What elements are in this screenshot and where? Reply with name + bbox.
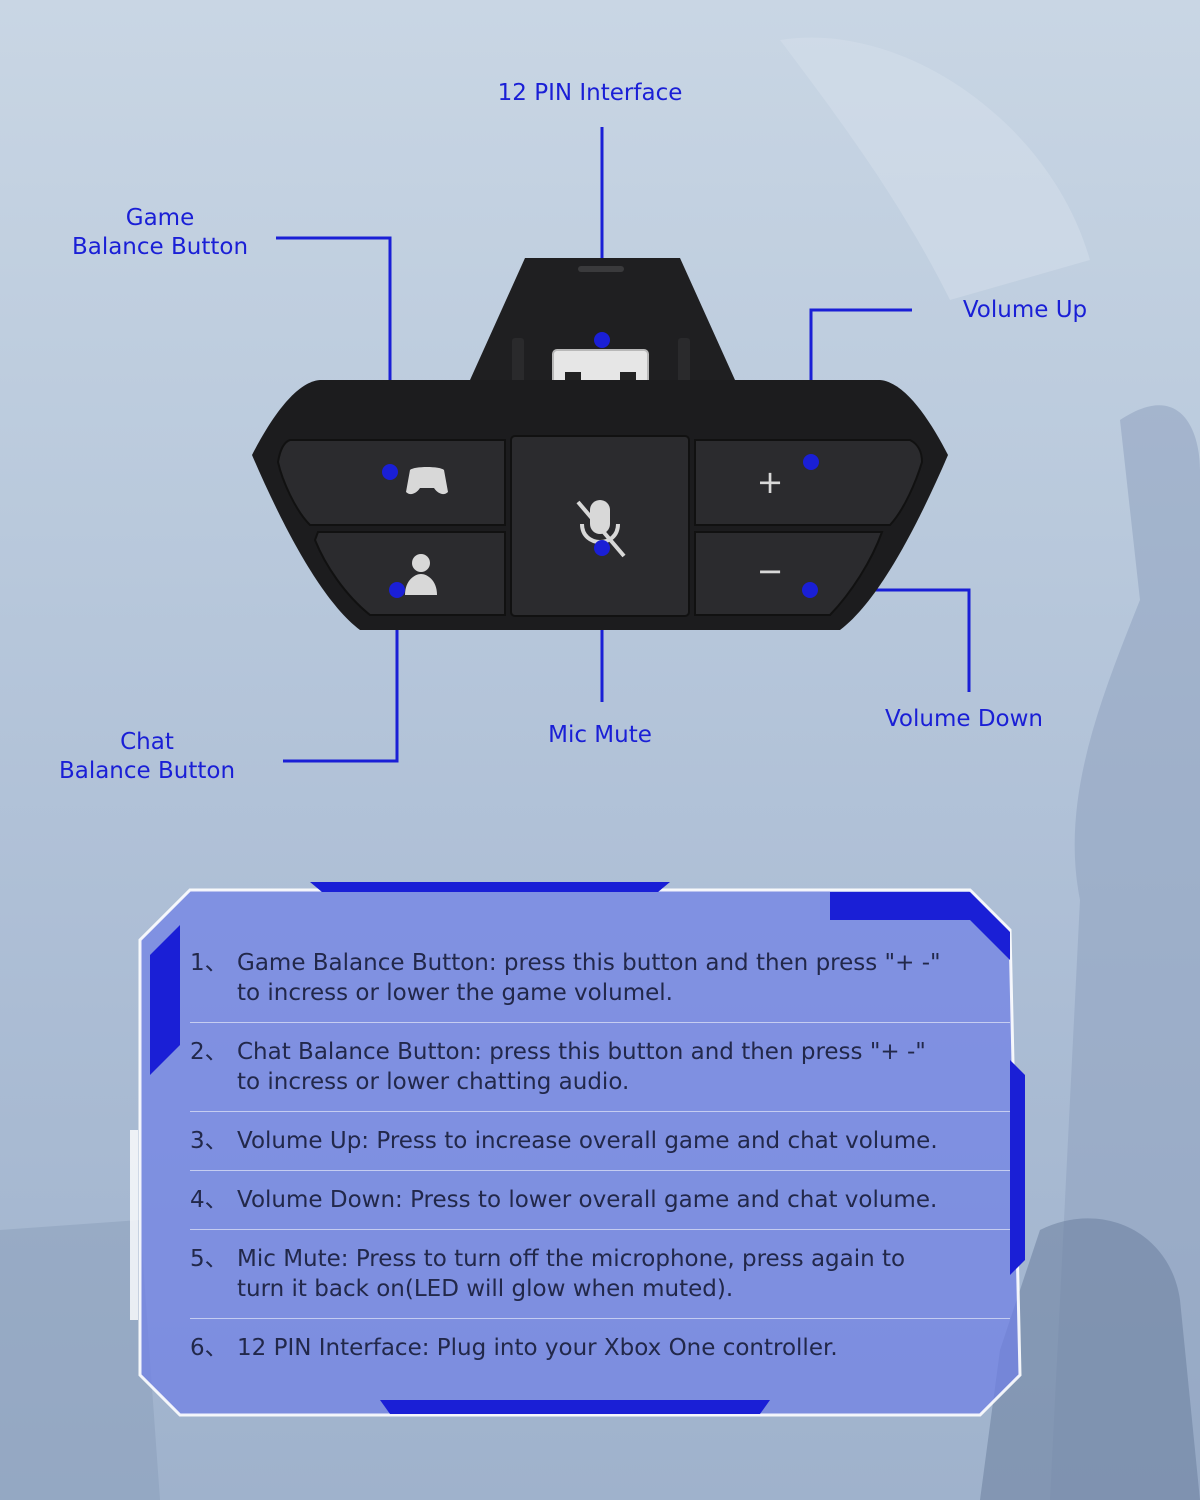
volume-up-button[interactable]: [694, 439, 924, 526]
instruction-item: 4、 Volume Down: Press to lower overall g…: [190, 1185, 1010, 1230]
instruction-line: turn it back on(LED will glow when muted…: [237, 1276, 734, 1302]
instruction-line: 12 PIN Interface: Plug into your Xbox On…: [237, 1335, 838, 1361]
label-chat-line1: Chat: [120, 729, 174, 755]
plus-icon: +: [757, 463, 784, 501]
instruction-item: 2、 Chat Balance Button: press this butto…: [190, 1037, 1010, 1112]
instruction-list: 1、 Game Balance Button: press this butto…: [190, 948, 1010, 1363]
instruction-line: Chat Balance Button: press this button a…: [237, 1039, 926, 1065]
mic-mute-icon: [576, 500, 626, 558]
label-mic-mute: Mic Mute: [548, 722, 652, 748]
instruction-line: Game Balance Button: press this button a…: [237, 950, 941, 976]
instruction-number: 2、: [190, 1039, 228, 1065]
dot-voldown: [802, 582, 818, 598]
instruction-item: 1、 Game Balance Button: press this butto…: [190, 948, 1010, 1023]
label-chat-line2: Balance Button: [58, 758, 236, 784]
label-game-line1: Game: [125, 205, 195, 231]
controller-icon: [406, 467, 448, 495]
dot-mic: [594, 540, 610, 556]
label-chat-balance: Chat Balance Button: [27, 728, 267, 786]
instruction-item: 3、 Volume Up: Press to increase overall …: [190, 1126, 1010, 1171]
dot-pin: [594, 332, 610, 348]
label-12-pin-interface: 12 PIN Interface: [497, 80, 683, 106]
chat-balance-button[interactable]: [313, 531, 506, 616]
instruction-panel: [130, 882, 1025, 1417]
dot-game: [382, 464, 398, 480]
volume-down-button[interactable]: [694, 531, 884, 616]
instruction-line: to incress or lower chatting audio.: [237, 1069, 630, 1095]
adapter-top-housing: [470, 258, 735, 380]
instruction-line: Volume Down: Press to lower overall game…: [237, 1187, 938, 1213]
instruction-number: 5、: [190, 1246, 228, 1272]
instruction-line: Mic Mute: Press to turn off the micropho…: [237, 1246, 906, 1272]
game-balance-button[interactable]: [276, 439, 506, 526]
chat-person-icon: [405, 554, 437, 595]
minus-icon: −: [757, 552, 784, 590]
instruction-number: 4、: [190, 1187, 228, 1213]
label-volume-down: Volume Down: [884, 706, 1044, 732]
dot-volup: [803, 454, 819, 470]
instruction-number: 1、: [190, 950, 228, 976]
instruction-number: 6、: [190, 1335, 228, 1361]
instruction-number: 3、: [190, 1128, 228, 1154]
led-slot: [578, 266, 624, 272]
headset-adapter-device: + −: [252, 258, 948, 630]
label-volume-up: Volume Up: [962, 297, 1088, 323]
line-chat: [283, 590, 399, 763]
instruction-line: Volume Up: Press to increase overall gam…: [237, 1128, 938, 1154]
instruction-item: 5、 Mic Mute: Press to turn off the micro…: [190, 1244, 1010, 1319]
instruction-line: to incress or lower the game volumel.: [237, 980, 673, 1006]
label-game-line2: Balance Button: [71, 234, 249, 260]
label-game-balance: Game Balance Button: [40, 204, 280, 262]
dot-chat: [389, 582, 405, 598]
instruction-item: 6、 12 PIN Interface: Plug into your Xbox…: [190, 1333, 1010, 1363]
